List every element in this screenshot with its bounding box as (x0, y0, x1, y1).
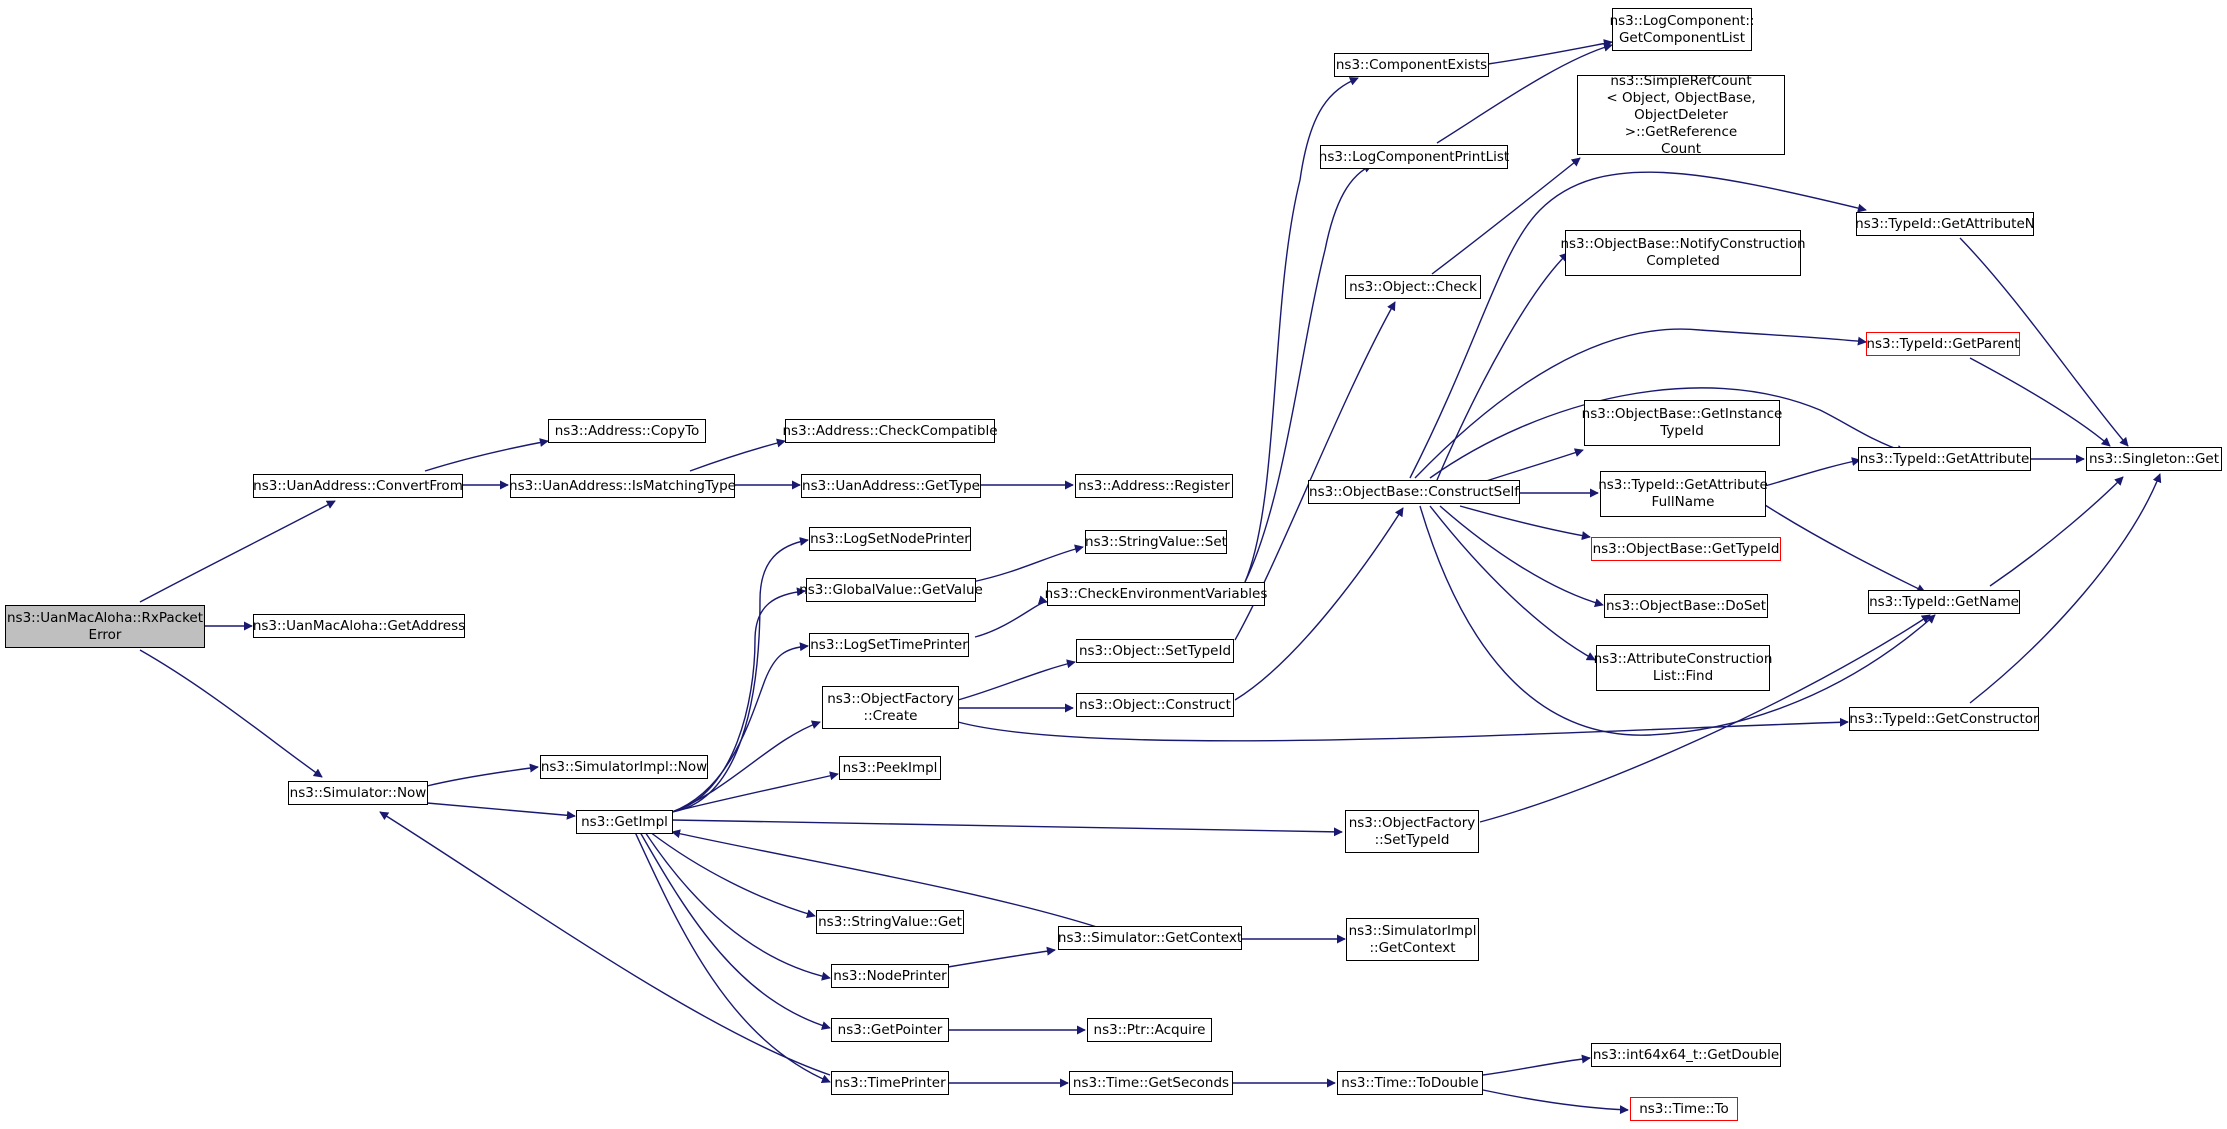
edge-getimpl-objfactory (671, 720, 821, 813)
node-simplerefcount[interactable]: ns3::SimpleRefCount < Object, ObjectBase… (1577, 73, 1785, 157)
edge-fullname-getattribute (1764, 457, 1861, 487)
edge-cs-getattribute (1429, 387, 1906, 479)
node-ptr-acquire[interactable]: ns3::Ptr::Acquire (1087, 1018, 1212, 1042)
edge-getname-singleton (1989, 476, 2124, 587)
node-objbase-doset[interactable]: ns3::ObjectBase::DoSet (1604, 594, 1768, 618)
edge-cs-getattributen (1409, 171, 1867, 479)
node-typeid-getparent[interactable]: ns3::TypeId::GetParent (1866, 332, 2020, 356)
node-uan-getaddress[interactable]: ns3::UanMacAloha::GetAddress (253, 614, 465, 638)
edge-getimpl-globalvalue (671, 587, 806, 813)
edge-timeprinter-simnow (379, 811, 831, 1076)
edge-convertfrom-copyto (424, 438, 549, 472)
edge-nodeprinter-getcontext (947, 946, 1056, 968)
edge-cs-find (1429, 505, 1596, 661)
edge-checkenv-componentexists (1244, 77, 1359, 583)
edge-getimpl-nodeprinter (644, 831, 831, 981)
edge-getimpl-stringvalue-get (649, 831, 816, 919)
node-globalvalue-getvalue[interactable]: ns3::GlobalValue::GetValue (799, 578, 983, 602)
edge-cs-getname (1419, 505, 1936, 736)
node-nodeprinter[interactable]: ns3::NodePrinter (831, 964, 949, 988)
node-typeid-getattrfullname[interactable]: ns3::TypeId::GetAttribute FullName (1598, 471, 1768, 517)
edge-cs-doset (1439, 505, 1604, 608)
node-object-construct[interactable]: ns3::Object::Construct (1076, 693, 1234, 717)
edge-root-simnow (139, 649, 323, 778)
edge-checkenv-logprintlist (1244, 164, 1373, 583)
node-logcomponentprintlist[interactable]: ns3::LogComponentPrintList (1319, 145, 1509, 169)
edge-getimpl-objfactory-settypeid (671, 819, 1343, 837)
node-logsettimeprinter[interactable]: ns3::LogSetTimePrinter (809, 633, 969, 657)
node-objfactory-settypeid[interactable]: ns3::ObjectFactory ::SetTypeId (1345, 810, 1479, 853)
edge-getparent-singleton (1969, 357, 2111, 447)
node-attrconstructlist-find[interactable]: ns3::AttributeConstruction List::Find (1594, 645, 1772, 691)
edge-create-settypeid (957, 659, 1076, 701)
edge-ismatching-checkcompat (689, 438, 786, 472)
node-sim-now[interactable]: ns3::Simulator::Now (288, 781, 428, 805)
edge-objfsettypeid-getname (1479, 614, 1931, 823)
edge-getcontext-getimpl (671, 829, 1101, 929)
edge-check-simplerefcount (1431, 157, 1581, 275)
node-peekimpl[interactable]: ns3::PeekImpl (839, 756, 941, 780)
node-uan-gettype[interactable]: ns3::UanAddress::GetType (801, 474, 981, 498)
edge-todouble-getdouble (1482, 1054, 1591, 1076)
edge-cs-notify (1436, 252, 1569, 481)
edge-fullname-getname (1764, 504, 1926, 593)
edge-getconstructor-singleton (1969, 473, 2162, 704)
node-objbase-getinstance[interactable]: ns3::ObjectBase::GetInstance TypeId (1582, 400, 1782, 446)
node-logcomp-getlist[interactable]: ns3::LogComponent:: GetComponentList (1610, 8, 1754, 51)
node-objfactory-create[interactable]: ns3::ObjectFactory ::Create (822, 686, 959, 729)
node-stringvalue-set[interactable]: ns3::StringValue::Set (1085, 530, 1227, 554)
edge-construct-constructself (1234, 507, 1404, 701)
node-singleton-get[interactable]: ns3::Singleton::Get (2086, 447, 2222, 471)
edge-logsettime-checkenv (974, 595, 1048, 638)
node-simimpl-now[interactable]: ns3::SimulatorImpl::Now (540, 755, 708, 779)
node-typeid-getconstructor[interactable]: ns3::TypeId::GetConstructor (1849, 707, 2039, 731)
edge-cs-getinstance (1479, 448, 1584, 484)
edge-globalvalue-stringset (971, 544, 1084, 583)
edge-getimpl-logsettime (671, 642, 809, 813)
node-objbase-constructself[interactable]: ns3::ObjectBase::ConstructSelf (1308, 480, 1520, 504)
node-typeid-getattribute[interactable]: ns3::TypeId::GetAttribute (1858, 447, 2031, 471)
node-getpointer[interactable]: ns3::GetPointer (831, 1018, 949, 1042)
node-time-todouble[interactable]: ns3::Time::ToDouble (1337, 1071, 1483, 1095)
edge-create-getconstructor (957, 717, 1849, 742)
node-simimpl-getcontext[interactable]: ns3::SimulatorImpl ::GetContext (1346, 918, 1479, 961)
edge-simnow-simimpl (426, 763, 539, 787)
node-uan-convertfrom[interactable]: ns3::UanAddress::ConvertFrom (253, 474, 463, 498)
node-object-check[interactable]: ns3::Object::Check (1345, 275, 1481, 299)
node-objbase-gettypeid[interactable]: ns3::ObjectBase::GetTypeId (1591, 537, 1781, 561)
edge-getattributen-singleton (1959, 237, 2129, 447)
node-int64-getdouble[interactable]: ns3::int64x64_t::GetDouble (1591, 1043, 1781, 1067)
node-getimpl[interactable]: ns3::GetImpl (576, 810, 673, 834)
node-timeprinter[interactable]: ns3::TimePrinter (831, 1071, 949, 1095)
node-addr-checkcompat[interactable]: ns3::Address::CheckCompatible (783, 419, 998, 443)
node-time-to[interactable]: ns3::Time::To (1630, 1097, 1738, 1121)
node-typeid-getname[interactable]: ns3::TypeId::GetName (1868, 590, 2020, 614)
edge-todouble-timeto (1482, 1089, 1629, 1115)
node-logsetnodeprinter[interactable]: ns3::LogSetNodePrinter (809, 527, 971, 551)
edge-root-convertfrom (139, 500, 336, 603)
edge-simnow-getimpl (426, 802, 576, 820)
node-typeid-getattributen[interactable]: ns3::TypeId::GetAttributeN (1855, 212, 2035, 236)
edge-getimpl-timeprinter (634, 831, 831, 1084)
node-object-settypeid[interactable]: ns3::Object::SetTypeId (1076, 639, 1234, 663)
edge-logprintlist-getlist (1436, 42, 1613, 144)
edge-cs-getparent (1414, 328, 1867, 479)
edge-getimpl-getpointer (639, 831, 831, 1030)
node-uan-ismatchingtype[interactable]: ns3::UanAddress::IsMatchingType (509, 474, 736, 498)
edge-getimpl-peekimpl (671, 771, 839, 813)
node-checkenvvars[interactable]: ns3::CheckEnvironmentVariables (1045, 582, 1267, 606)
edge-getimpl-logsetnode (671, 536, 809, 813)
node-addr-register[interactable]: ns3::Address::Register (1075, 474, 1233, 498)
edge-componentexists-getlist (1487, 39, 1613, 65)
node-componentexists[interactable]: ns3::ComponentExists (1334, 53, 1489, 77)
node-sim-getcontext[interactable]: ns3::Simulator::GetContext (1058, 926, 1242, 950)
edge-cs-gettypeid (1459, 505, 1591, 541)
node-objbase-notify[interactable]: ns3::ObjectBase::NotifyConstruction Comp… (1560, 230, 1806, 276)
node-addr-copyto[interactable]: ns3::Address::CopyTo (548, 419, 706, 443)
node-root[interactable]: ns3::UanMacAloha::RxPacket Error (5, 605, 205, 648)
node-time-getseconds[interactable]: ns3::Time::GetSeconds (1069, 1071, 1233, 1095)
node-stringvalue-get[interactable]: ns3::StringValue::Get (816, 910, 964, 934)
